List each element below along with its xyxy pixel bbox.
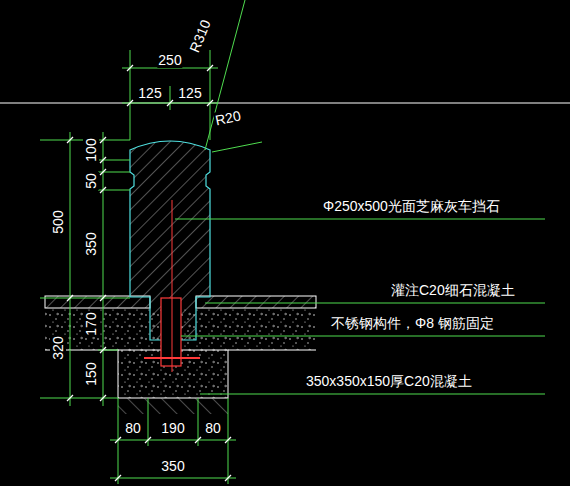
dimension-ticks bbox=[67, 65, 231, 481]
dimension-label: 190 bbox=[160, 420, 185, 436]
steel-member bbox=[161, 298, 181, 366]
dimension-label: 50 bbox=[83, 172, 99, 190]
dimension-lines bbox=[40, 0, 545, 484]
dimension-label: 125 bbox=[137, 85, 162, 101]
dimension-label: 150 bbox=[83, 361, 99, 386]
dimension-label: 80 bbox=[204, 420, 222, 436]
dimension-label: 80 bbox=[124, 420, 142, 436]
dimension-label: 350 bbox=[83, 231, 99, 256]
dimension-label: 125 bbox=[177, 85, 202, 101]
reference-line bbox=[0, 103, 570, 104]
base-line bbox=[228, 350, 316, 351]
radius-label: R310 bbox=[186, 17, 214, 56]
rebar bbox=[144, 357, 200, 359]
dimension-label: 100 bbox=[83, 137, 99, 162]
footing bbox=[118, 350, 228, 398]
material-note: 灌注C20细石混凝土 bbox=[390, 282, 516, 298]
material-note: Φ250x500光面芝麻灰车挡石 bbox=[322, 198, 501, 214]
earth bbox=[118, 398, 228, 414]
material-note: 不锈钢构件，Φ8 钢筋固定 bbox=[330, 315, 495, 331]
material-note: 350x350x150厚C20混凝土 bbox=[305, 373, 473, 389]
radius-label: R20 bbox=[213, 107, 243, 128]
center-line bbox=[172, 200, 173, 372]
dimension-label: 250 bbox=[157, 52, 182, 68]
dimension-label: 320 bbox=[50, 335, 66, 360]
dimension-label: 170 bbox=[83, 311, 99, 336]
dimension-label: 350 bbox=[160, 458, 185, 474]
dimension-label: 500 bbox=[50, 209, 66, 234]
